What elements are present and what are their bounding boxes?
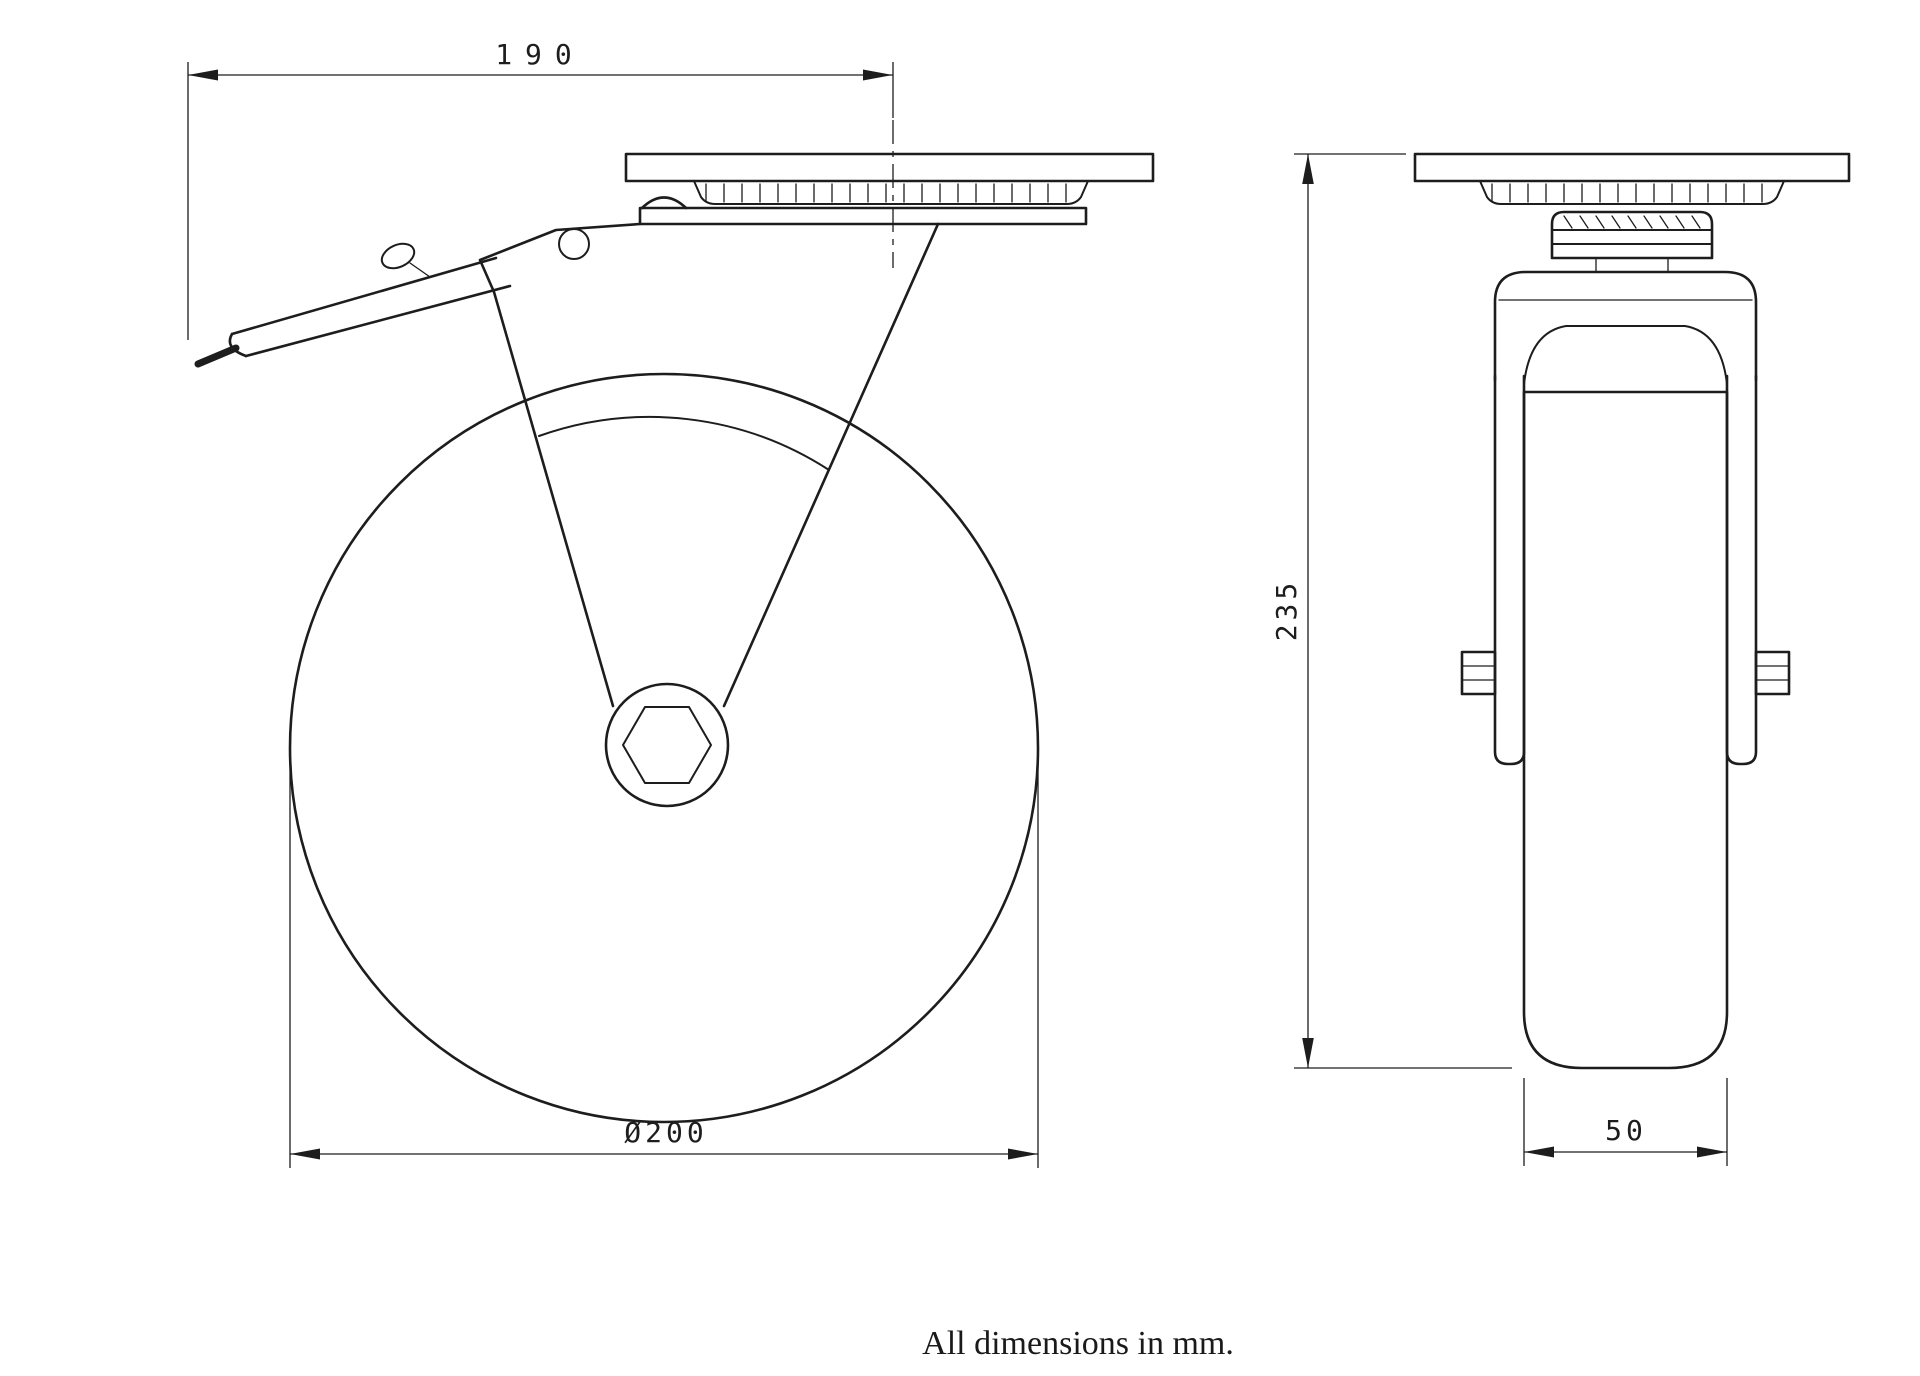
fork-leg-right	[1725, 374, 1758, 766]
brake-pedal-lower-edge	[244, 284, 512, 358]
axle-bolt-flats-left	[1461, 665, 1496, 681]
fork-right-edge	[722, 222, 940, 708]
axle-bolt-head-right	[1754, 650, 1791, 696]
axle-hub-boss	[604, 682, 730, 808]
fork-crown-arc	[538, 416, 830, 471]
bearing-ring-outline	[693, 180, 1089, 205]
mounting-plate-front	[1413, 152, 1851, 183]
axle-bolt-left	[1460, 650, 1497, 696]
brake-hook-stem	[409, 262, 431, 278]
arrowhead-right	[863, 69, 893, 81]
axle-bolt-flats-right	[1755, 665, 1790, 681]
brake-release-hook	[380, 242, 416, 270]
dimension-wheel-diameter: Ø200	[289, 760, 1039, 1168]
arrowhead-left	[188, 69, 218, 81]
arrowhead-top	[1302, 154, 1314, 184]
arrowhead-right	[1008, 1148, 1038, 1160]
hex-axle-nut	[622, 706, 712, 784]
wheel-front-view	[1522, 390, 1729, 1070]
bearing-serration-ticks	[1491, 183, 1763, 203]
arrowhead-left	[290, 1148, 320, 1160]
mounting-plate-side	[624, 152, 1155, 183]
brake-cam-bump	[640, 196, 688, 210]
wheel-circle-side	[288, 372, 1040, 1124]
bearing-ring-outline	[1479, 180, 1785, 205]
caption: All dimensions in mm.	[922, 1325, 1234, 1362]
fork-crown-arch	[1523, 325, 1728, 385]
fork-front	[1493, 270, 1758, 766]
kingpin-boss	[1550, 210, 1714, 273]
axle-bolt-right	[1754, 650, 1791, 696]
swivel-bearing-front	[1479, 180, 1785, 205]
dimension-plate-offset: 190	[187, 38, 894, 340]
axle-bolt-head-left	[1460, 650, 1497, 696]
fork-top-flange	[638, 206, 1088, 226]
dimension-overall-height: 235	[1270, 153, 1512, 1069]
dim-label-wheel-width: 50	[1605, 1114, 1647, 1147]
arrowhead-bottom	[1302, 1038, 1314, 1068]
fork-bracket-side	[478, 196, 1088, 808]
brake-pedal	[194, 242, 512, 368]
dim-label-plate-offset: 190	[495, 38, 585, 71]
dim-label-overall-height: 235	[1270, 579, 1303, 642]
fork-crown-outline	[1493, 270, 1758, 382]
fork-leg-left	[1493, 374, 1526, 766]
arrowhead-right	[1697, 1146, 1727, 1158]
boss-knurl-ticks	[1563, 215, 1701, 229]
bearing-serration-ticks	[705, 183, 1067, 203]
fork-left-edge	[478, 222, 642, 708]
dimension-wheel-width: 50	[1523, 1078, 1728, 1166]
side-view: 190 Ø200	[187, 38, 1155, 1168]
dim-label-wheel-diameter: Ø200	[624, 1116, 707, 1149]
swivel-bearing-side	[693, 180, 1089, 205]
kingpin-neck-lines	[1595, 257, 1669, 273]
arrowhead-left	[1524, 1146, 1554, 1158]
brake-pivot-pin	[558, 228, 590, 260]
brake-pedal-foot	[194, 344, 240, 368]
front-view: 235 50	[1270, 152, 1851, 1166]
brake-pedal-upper-edge	[230, 256, 498, 336]
kingpin-boss-outline	[1550, 210, 1714, 260]
